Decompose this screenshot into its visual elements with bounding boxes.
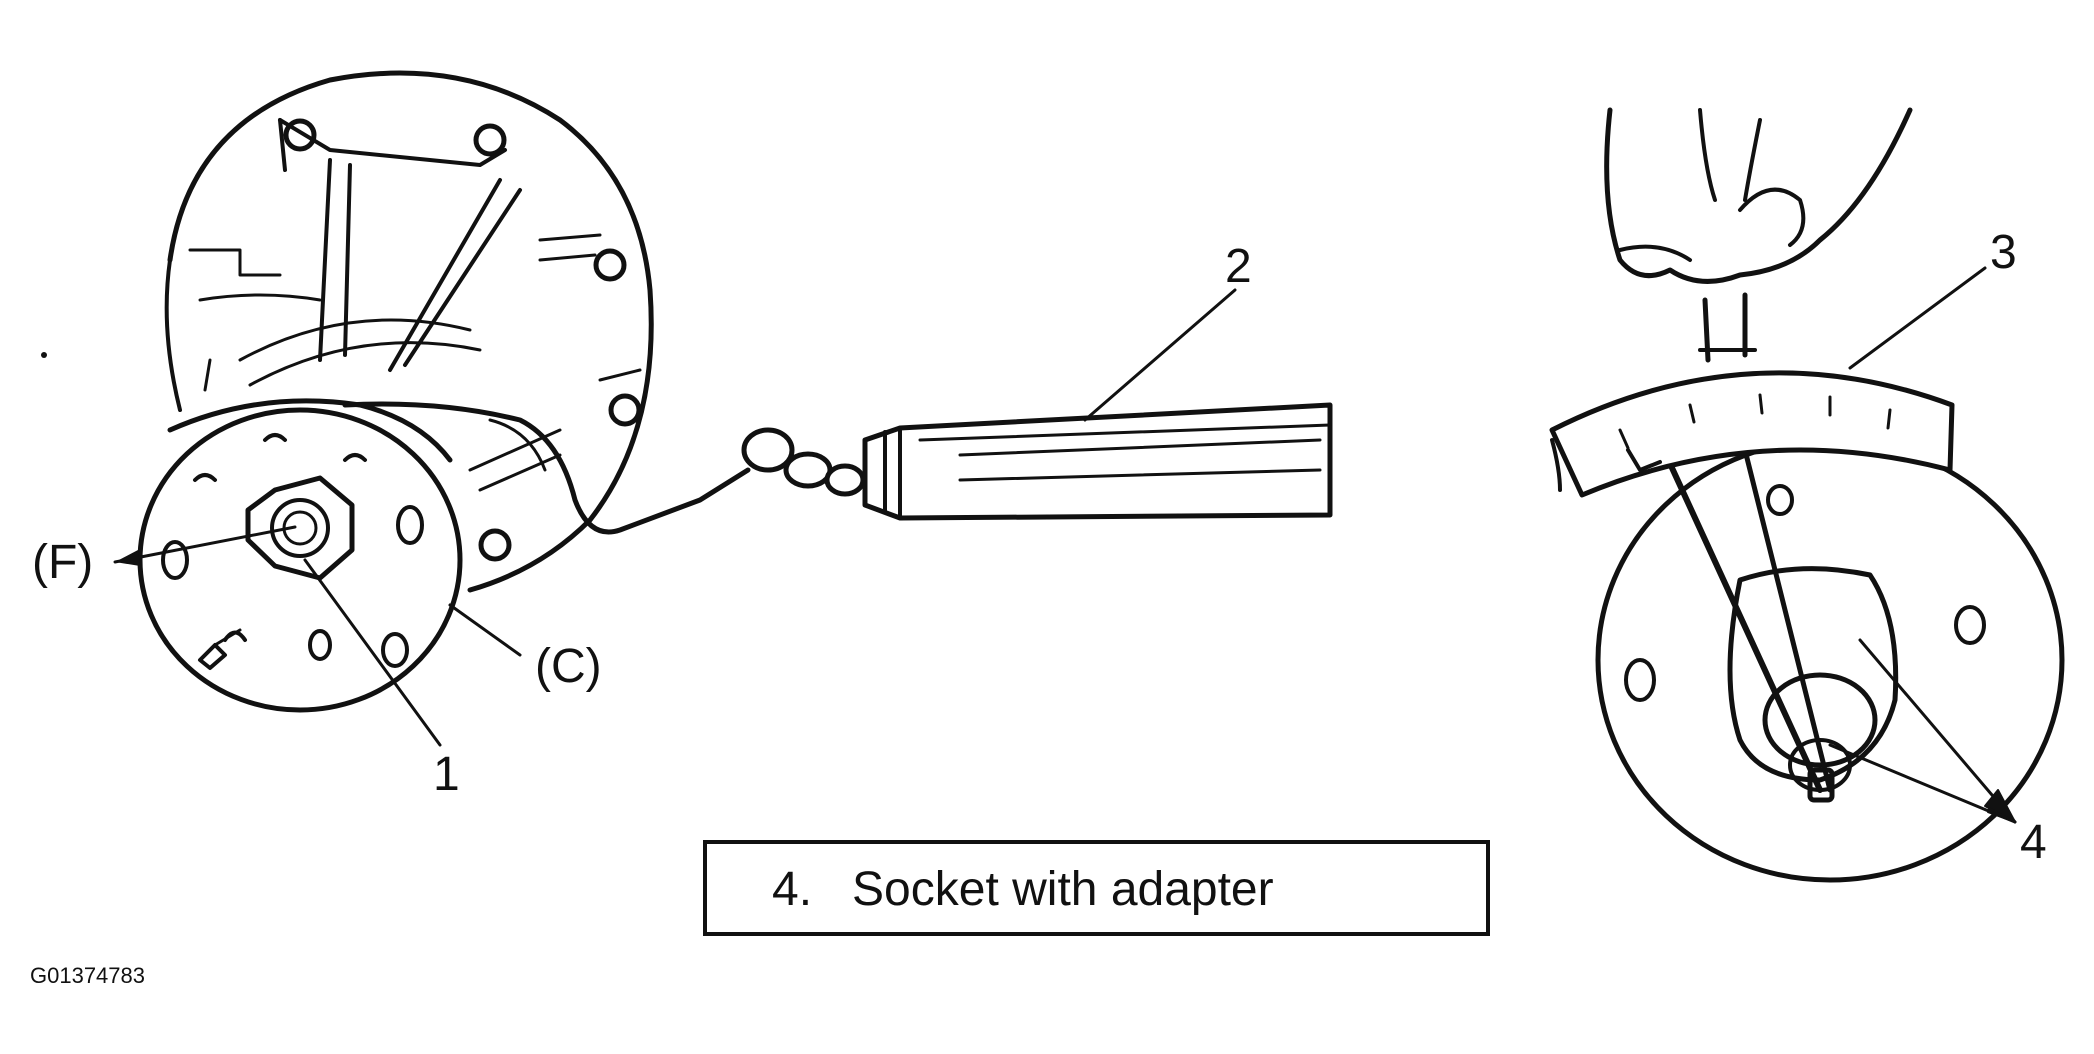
leader-lines [113,266,2017,824]
callout-1: 1 [433,748,460,801]
leader-1 [303,558,442,747]
brake-cable [342,401,751,535]
leader-c [448,603,522,657]
callout-f: (F) [32,536,93,589]
brake-assembly [137,70,751,713]
dial-ticks [1618,393,1892,472]
backing-plate [167,70,654,593]
legend-text: 4. Socket with adapter [772,863,1274,916]
stray-dot [41,352,47,358]
callout-2: 2 [1225,240,1252,293]
torque-check-assembly [1549,107,2065,883]
brake-shoe-details [188,158,642,492]
spring-scale [741,402,1333,521]
leader-4a [1828,743,2017,824]
hub-nut [245,475,355,581]
callout-c: (C) [535,640,602,693]
callout-3: 3 [1990,226,2017,279]
leader-3 [1848,266,1987,370]
leader-2 [1083,288,1237,422]
plate-bolts [278,118,642,562]
hand [1604,107,1913,284]
legend-box: 4. Socket with adapter [703,840,1490,936]
leader-4b [1858,638,2017,824]
leader-f [113,525,297,564]
socket-adapter [1762,672,1878,768]
callout-4: 4 [2020,816,2047,869]
figure-id: G01374783 [30,963,145,988]
